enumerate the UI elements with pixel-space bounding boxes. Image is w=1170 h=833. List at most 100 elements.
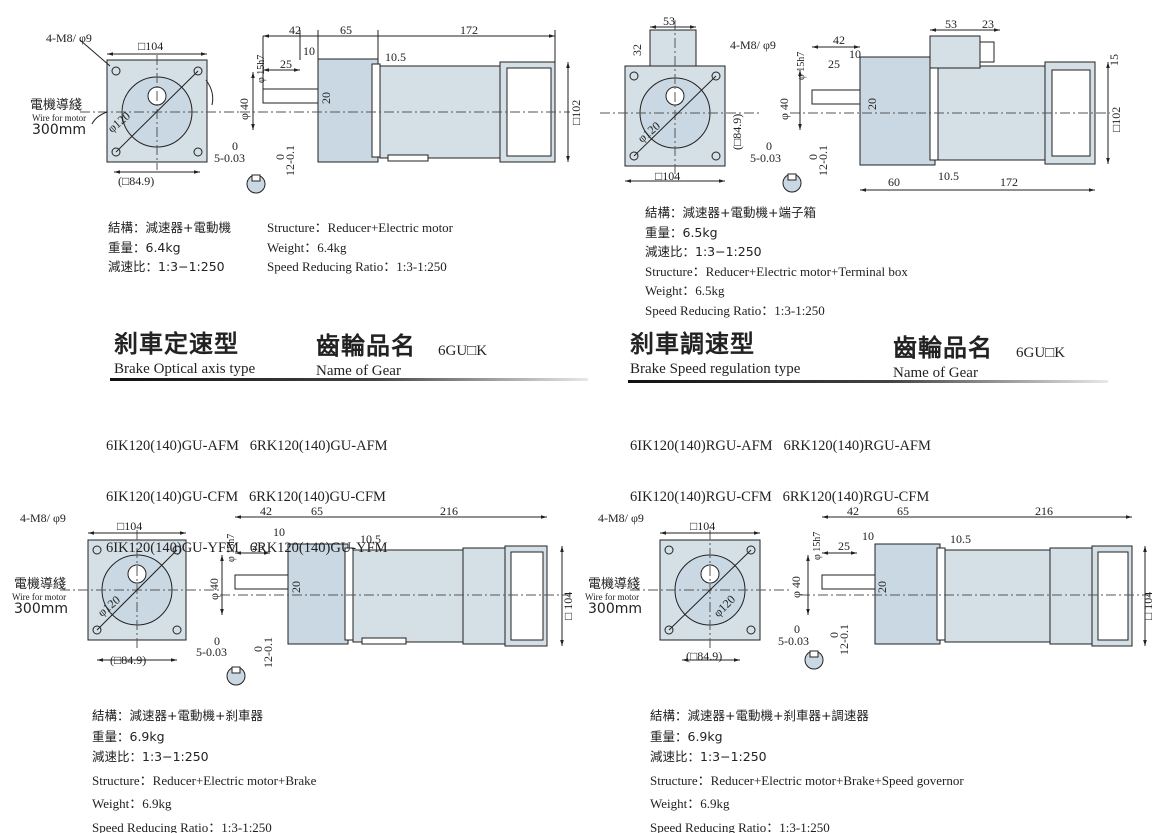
- structure-en: Structure：Reducer+Electric motor+Brake: [92, 772, 317, 788]
- section-title-zh: 刹車定速型: [114, 330, 239, 358]
- svg-text:10: 10: [303, 44, 315, 58]
- gear-name-en: Name of Gear: [316, 363, 401, 379]
- structure-zh: 結構：減速器+電動機+刹車器+調速器: [650, 708, 869, 723]
- svg-text:φ 40: φ 40: [207, 578, 221, 600]
- thread-label: 4-M8/ φ9: [46, 31, 92, 45]
- svg-text:0: 0: [806, 154, 820, 160]
- side-gearbox: [317, 58, 379, 163]
- weight-zh: 重量：6.9kg: [650, 728, 723, 744]
- svg-text:0: 0: [273, 154, 287, 160]
- svg-text:53: 53: [663, 14, 675, 28]
- weight-en: Weight：6.9kg: [92, 796, 172, 811]
- section-right-rule: [628, 380, 1108, 383]
- svg-text:(□84.9): (□84.9): [730, 114, 744, 150]
- svg-text:25: 25: [252, 539, 264, 553]
- svg-text:15: 15: [1107, 54, 1121, 66]
- svg-text:65: 65: [311, 504, 323, 518]
- svg-text:42: 42: [847, 504, 859, 518]
- svg-text:25: 25: [838, 539, 850, 553]
- svg-text:φ 15h7: φ 15h7: [812, 532, 823, 560]
- svg-text:□104: □104: [690, 519, 715, 533]
- svg-text:12-0.1: 12-0.1: [816, 145, 830, 176]
- mount-holes: [92, 545, 182, 635]
- section-title-zh: 刹車調速型: [630, 330, 755, 358]
- svg-text:172: 172: [460, 23, 478, 37]
- svg-text:60: 60: [888, 175, 900, 189]
- model-list-left: 6IK120(140)GU-AFM 6RK120(140)GU-AFM 6IK1…: [106, 404, 388, 574]
- drawing-3: [60, 515, 570, 686]
- svg-text:0: 0: [232, 139, 238, 153]
- svg-text:42: 42: [260, 504, 272, 518]
- terminal-box-front: [649, 29, 697, 67]
- svg-text:10: 10: [862, 529, 874, 543]
- model-row: 6IK120(140)GU-YFM 6RK120(140)GU-YFM: [106, 540, 388, 556]
- weight-en: Weight：6.4kg: [267, 239, 347, 255]
- svg-text:□ 104: □ 104: [561, 592, 575, 620]
- ratio-en: Speed Reducing Ratio：1:3-1:250: [267, 259, 447, 274]
- svg-text:0: 0: [251, 646, 265, 652]
- structure-zh: 結構：減速器+電動機+端子箱: [645, 205, 816, 220]
- svg-text:5-0.03: 5-0.03: [196, 645, 227, 659]
- gear-name-zh: 齒輪品名: [893, 334, 993, 362]
- svg-text:0: 0: [794, 622, 800, 636]
- svg-text:0: 0: [214, 634, 220, 648]
- svg-text:20: 20: [319, 92, 333, 104]
- svg-text:23: 23: [982, 17, 994, 31]
- svg-text:4-M8/ φ9: 4-M8/ φ9: [598, 511, 644, 525]
- svg-text:4-M8/ φ9: 4-M8/ φ9: [20, 511, 66, 525]
- spec-block-1-en: Structure：Reducer+Electric motor Weight：…: [267, 218, 453, 277]
- structure-en: Structure：Reducer+Electric motor+Termina…: [645, 263, 908, 279]
- svg-text:12-0.1: 12-0.1: [283, 145, 297, 176]
- spec-block-1-zh: 結構：減速器+電動機 重量：6.4kg 減速比：1:3−1:250: [108, 218, 231, 277]
- spec-block-2: 結構：減速器+電動機+端子箱 重量：6.5kg 減速比：1:3−1:250 St…: [645, 203, 908, 320]
- svg-text:5-0.03: 5-0.03: [214, 151, 245, 165]
- section-title-en: Brake Speed regulation type: [630, 361, 801, 377]
- svg-text:65: 65: [897, 504, 909, 518]
- svg-text:電機導綫: 電機導綫: [588, 577, 640, 592]
- svg-text:□ 104: □ 104: [1141, 592, 1155, 620]
- svg-text:(□84.9): (□84.9): [110, 653, 146, 667]
- svg-text:10.5: 10.5: [385, 50, 406, 64]
- svg-text:10.5: 10.5: [950, 532, 971, 546]
- weight-en: Weight：6.5kg: [645, 283, 725, 298]
- svg-text:φ 15h7: φ 15h7: [256, 55, 267, 83]
- svg-text:φ 40: φ 40: [237, 98, 251, 120]
- drawing-4: [630, 515, 1150, 670]
- svg-text:32: 32: [630, 44, 644, 56]
- svg-text:0: 0: [827, 632, 841, 638]
- ratio-zh: 減速比：1:3−1:250: [92, 749, 209, 764]
- svg-text:42: 42: [289, 23, 301, 37]
- structure-zh: 結構：減速器+電動機: [108, 220, 231, 235]
- mount-holes: [629, 71, 721, 161]
- ratio-zh: 減速比：1:3−1:250: [650, 749, 767, 764]
- drawing-2: [600, 20, 1110, 193]
- drawing-2-labels: 4-M8/ φ9 53 32 (□84.9) φ120 □104 42 10 2…: [630, 14, 1123, 189]
- svg-text:(□84.9): (□84.9): [686, 649, 722, 663]
- svg-text:20: 20: [289, 581, 303, 593]
- structure-en: Structure：Reducer+Electric motor: [267, 220, 454, 235]
- svg-text:Wire for motor: Wire for motor: [585, 592, 639, 602]
- drawing-1: [79, 30, 570, 194]
- svg-text:Wire for motor: Wire for motor: [32, 113, 86, 123]
- svg-text:53: 53: [945, 17, 957, 31]
- drawing-4-labels: 4-M8/ φ9 □104 φ120 (□84.9) 電機導綫 Wire for…: [585, 504, 1155, 663]
- svg-text:10: 10: [849, 47, 861, 61]
- model-row: 6IK120(140)RGU-CFM 6RK120(140)RGU-CFM: [630, 489, 930, 505]
- spec-block-4: 結構：減速器+電動機+刹車器+調速器 重量：6.9kg 減速比：1:3−1:25…: [650, 706, 964, 833]
- model-list-right: 6IK120(140)RGU-AFM 6RK120(140)RGU-AFM 6I…: [630, 404, 931, 523]
- svg-text:Wire for motor: Wire for motor: [12, 592, 66, 602]
- svg-text:電機導綫: 電機導綫: [14, 577, 66, 592]
- svg-text:10.5: 10.5: [938, 169, 959, 183]
- weight-zh: 重量：6.9kg: [92, 728, 165, 744]
- svg-text:□104: □104: [117, 519, 142, 533]
- svg-text:300mm: 300mm: [14, 601, 68, 617]
- svg-text:12-0.1: 12-0.1: [261, 637, 275, 668]
- structure-en: Structure：Reducer+Electric motor+Brake+S…: [650, 772, 964, 788]
- svg-text:172: 172: [1000, 175, 1018, 189]
- svg-text:300mm: 300mm: [588, 601, 642, 617]
- svg-text:42: 42: [833, 33, 845, 47]
- model-row: 6IK120(140)RGU-AFM 6RK120(140)RGU-AFM: [630, 438, 931, 454]
- svg-text:216: 216: [440, 504, 458, 518]
